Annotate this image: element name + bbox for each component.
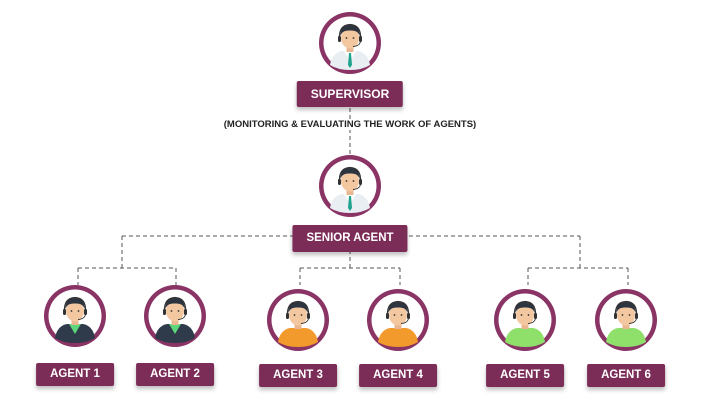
senior-agent-label: SENIOR AGENT xyxy=(292,225,408,252)
agent-2-avatar-icon xyxy=(144,285,206,347)
agent-5-label: AGENT 5 xyxy=(486,364,564,387)
agent-3-avatar-icon xyxy=(267,289,329,351)
agent-4-avatar-icon xyxy=(367,289,429,351)
agent-6-avatar-icon xyxy=(595,289,657,351)
supervisor-annotation: (MONITORING & EVALUATING THE WORK OF AGE… xyxy=(219,119,481,130)
senior-agent-avatar-icon xyxy=(319,155,381,217)
agent-5-avatar-icon xyxy=(494,289,556,351)
agent-2-label: AGENT 2 xyxy=(136,363,214,386)
agent-3-label: AGENT 3 xyxy=(259,364,337,387)
supervisor-avatar-icon xyxy=(319,12,381,74)
agent-4-label: AGENT 4 xyxy=(359,364,437,387)
agent-6-label: AGENT 6 xyxy=(587,364,665,387)
agent-1-label: AGENT 1 xyxy=(36,363,114,386)
supervisor-label: SUPERVISOR xyxy=(296,81,404,107)
agent-1-avatar-icon xyxy=(44,285,106,347)
